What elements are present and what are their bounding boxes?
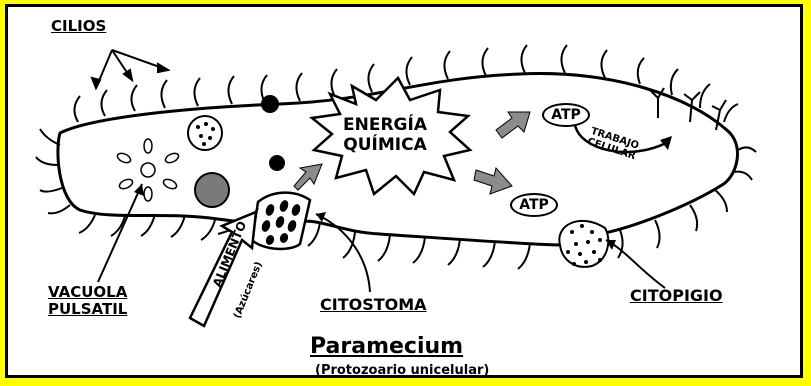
vacuola-line1: VACUOLA: [48, 283, 127, 301]
energia-line1: ENERGÍA: [343, 115, 427, 135]
label-citostoma: CITOSTOMA: [320, 296, 427, 314]
label-vacuola-pulsatil: VACUOLA PULSATIL: [48, 284, 127, 319]
granule-top: [261, 95, 279, 113]
energy-label: ENERGÍA QUÍMICA: [330, 116, 440, 155]
atp-badge-top: ATP: [542, 103, 590, 127]
label-citopigio: CITOPIGIO: [630, 287, 723, 305]
granule-mid: [269, 155, 285, 171]
energia-line2: QUÍMICA: [343, 135, 426, 155]
cilios-pointers: [92, 50, 168, 88]
vacuola-line2: PULSATIL: [48, 300, 127, 318]
atp-badge-bottom: ATP: [510, 193, 558, 217]
label-cilios: CILIOS: [51, 18, 106, 35]
gray-vacuole: [195, 173, 229, 207]
diagram-title: Paramecium: [310, 334, 463, 359]
diagram-subtitle: (Protozoario unicelular): [315, 363, 489, 378]
